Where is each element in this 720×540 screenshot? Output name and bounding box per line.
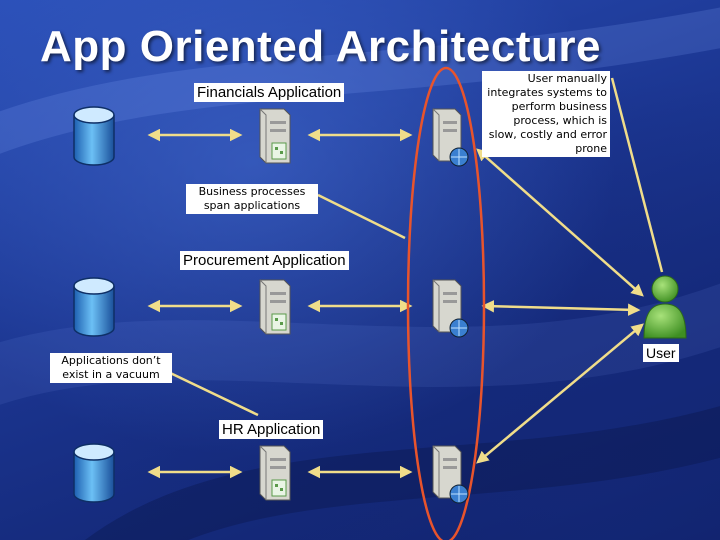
server-icon (259, 108, 291, 164)
user-label: User (643, 344, 679, 362)
pointer-vacuum (163, 368, 259, 417)
web-server-icon (432, 279, 469, 338)
note-user-manual: User manually integrates systems to perf… (482, 71, 610, 157)
highlight-ellipse (406, 66, 486, 540)
arrow-user-web-3 (476, 323, 644, 464)
database-icon (73, 277, 115, 337)
app-label-financials: Financials Application (194, 83, 345, 102)
web-server-icon (432, 108, 469, 167)
app-label-hr: HR Application (219, 420, 324, 439)
server-icon (259, 279, 291, 335)
database-icon (73, 106, 115, 166)
server-icon (259, 445, 291, 501)
user-icon (643, 275, 687, 339)
app-label-procurement: Procurement Application (180, 251, 349, 270)
arrow-user-web-1 (476, 148, 644, 297)
note-business-processes: Business processes span applications (186, 184, 318, 214)
web-server-icon (432, 445, 469, 504)
note-vacuum: Applications don’t exist in a vacuum (50, 353, 172, 383)
page-title: App Oriented Architecture (40, 22, 601, 71)
pointer-business-processes (317, 193, 406, 240)
pointer-user-manual (610, 77, 664, 273)
database-icon (73, 443, 115, 503)
arrow-user-web-2 (481, 300, 641, 316)
